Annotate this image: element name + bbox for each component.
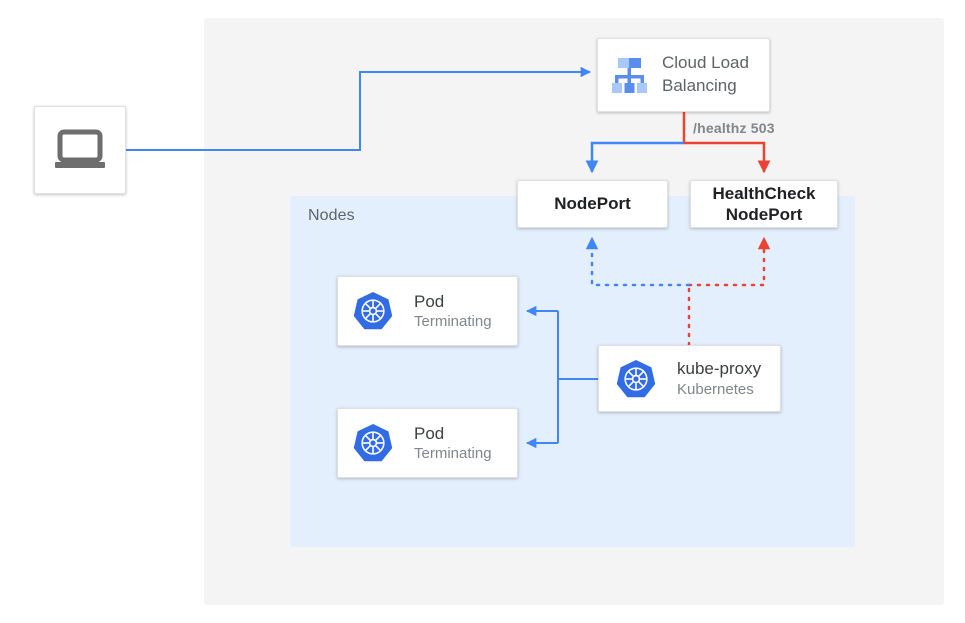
pod-card[interactable]: Pod Terminating xyxy=(337,408,518,478)
nodeport-card[interactable]: NodePort xyxy=(517,180,668,228)
healthcheck-nodeport-label-line2: NodePort xyxy=(725,205,803,224)
pod-text: Pod Terminating xyxy=(414,291,492,332)
healthcheck-nodeport-card[interactable]: HealthCheck NodePort xyxy=(690,180,838,228)
kubernetes-icon xyxy=(352,422,394,464)
kubernetes-icon xyxy=(615,358,657,400)
nodes-region-label: Nodes xyxy=(308,207,355,224)
cloud-load-balancing-icon xyxy=(606,54,652,96)
nodeport-label: NodePort xyxy=(554,194,631,214)
cloud-load-balancing-title-line1: Cloud Load xyxy=(662,53,749,73)
laptop-icon xyxy=(53,128,107,172)
pod-status: Terminating xyxy=(414,445,492,463)
cloud-load-balancing-title-line2: Balancing xyxy=(662,76,737,95)
pod-card[interactable]: Pod Terminating xyxy=(337,276,518,346)
cloud-load-balancing-text: Cloud Load Balancing xyxy=(662,52,749,98)
pod-title: Pod xyxy=(414,291,445,311)
kube-proxy-card[interactable]: kube-proxy Kubernetes xyxy=(598,345,781,412)
client-laptop-card[interactable] xyxy=(34,106,126,194)
kube-proxy-subtitle: Kubernetes xyxy=(677,380,754,398)
kube-proxy-title: kube-proxy xyxy=(677,359,762,379)
healthcheck-nodeport-label: HealthCheck NodePort xyxy=(713,183,816,226)
pod-status: Terminating xyxy=(414,313,492,331)
kube-proxy-text: kube-proxy Kubernetes xyxy=(677,358,761,399)
healthcheck-nodeport-label-line1: HealthCheck xyxy=(712,183,816,203)
pod-text: Pod Terminating xyxy=(414,423,492,464)
kubernetes-icon xyxy=(352,290,394,332)
cloud-load-balancing-card[interactable]: Cloud Load Balancing xyxy=(597,38,770,112)
healthz-edge-label: /healthz 503 xyxy=(693,120,775,136)
pod-title: Pod xyxy=(414,423,445,443)
